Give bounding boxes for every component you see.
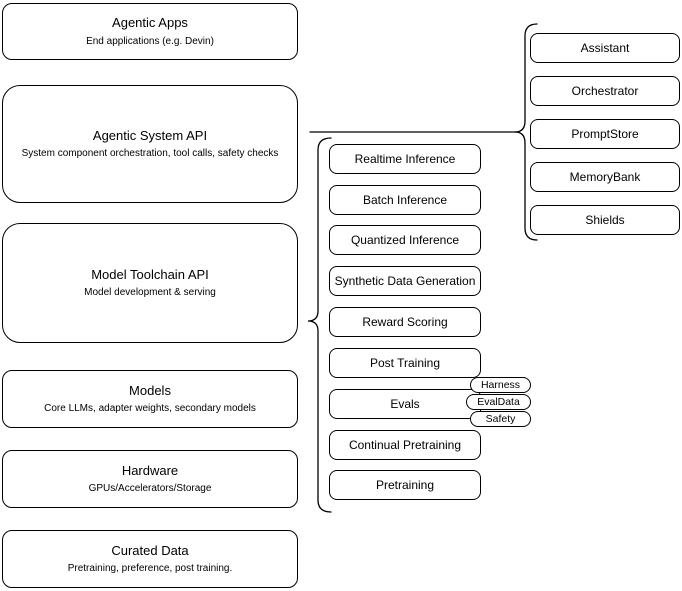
box-label: Reward Scoring — [362, 315, 448, 329]
box-title: Models — [129, 382, 171, 398]
box-label: Synthetic Data Generation — [334, 274, 476, 288]
pill-harness: Harness — [470, 377, 531, 393]
box-label: Pretraining — [375, 478, 435, 492]
pill-safety: Safety — [470, 411, 531, 427]
box-label: Quantized Inference — [350, 233, 460, 247]
toolchain-services-brace — [307, 137, 332, 513]
box-agentic-apps: Agentic Apps End applications (e.g. Devi… — [2, 3, 298, 60]
pill-label: EvalData — [477, 396, 520, 408]
pill-label: Safety — [485, 413, 516, 425]
box-title: Agentic Apps — [112, 15, 188, 31]
service-box-batch-inference: Batch Inference — [329, 185, 481, 215]
box-subtitle: Pretraining, preference, post training. — [67, 563, 233, 575]
component-box-memorybank: MemoryBank — [530, 162, 680, 192]
box-label: MemoryBank — [569, 170, 641, 184]
box-label: Assistant — [580, 41, 630, 55]
component-box-orchestrator: Orchestrator — [530, 76, 680, 106]
box-title: Model Toolchain API — [91, 266, 209, 282]
box-label: Shields — [585, 213, 625, 227]
box-subtitle: Model development & serving — [84, 287, 216, 299]
box-title: Hardware — [121, 462, 179, 478]
box-model-toolchain-api: Model Toolchain API Model development & … — [2, 223, 298, 343]
box-label: Continual Pretraining — [348, 438, 462, 452]
box-subtitle: System component orchestration, tool cal… — [21, 148, 279, 160]
service-box-post-training: Post Training — [329, 348, 481, 378]
box-title: Curated Data — [111, 542, 189, 558]
box-agentic-system-api: Agentic System API System component orch… — [2, 85, 298, 203]
pill-label: Harness — [480, 379, 521, 391]
box-subtitle: End applications (e.g. Devin) — [86, 35, 214, 47]
service-box-realtime-inference: Realtime Inference — [329, 144, 481, 174]
component-box-assistant: Assistant — [530, 33, 680, 63]
service-box-synthetic-data-generation: Synthetic Data Generation — [329, 266, 481, 296]
service-box-continual-pretraining: Continual Pretraining — [329, 430, 481, 460]
box-subtitle: Core LLMs, adapter weights, secondary mo… — [44, 403, 256, 415]
box-label: Orchestrator — [571, 84, 639, 98]
service-box-pretraining: Pretraining — [329, 470, 481, 500]
box-label: Evals — [390, 397, 420, 411]
box-label: Post Training — [369, 356, 441, 370]
component-box-promptstore: PromptStore — [530, 119, 680, 149]
component-box-shields: Shields — [530, 205, 680, 235]
box-curated-data: Curated Data Pretraining, preference, po… — [2, 530, 298, 588]
box-label: Realtime Inference — [354, 152, 456, 166]
box-subtitle: GPUs/Accelerators/Storage — [88, 483, 212, 495]
service-box-reward-scoring: Reward Scoring — [329, 307, 481, 337]
box-title: Agentic System API — [92, 127, 208, 143]
box-label: Batch Inference — [362, 193, 448, 207]
service-box-evals: Evals — [329, 389, 481, 419]
box-label: PromptStore — [571, 127, 639, 141]
service-box-quantized-inference: Quantized Inference — [329, 225, 481, 255]
pill-evaldata: EvalData — [466, 394, 531, 410]
box-models: Models Core LLMs, adapter weights, secon… — [2, 370, 298, 428]
box-hardware: Hardware GPUs/Accelerators/Storage — [2, 450, 298, 508]
